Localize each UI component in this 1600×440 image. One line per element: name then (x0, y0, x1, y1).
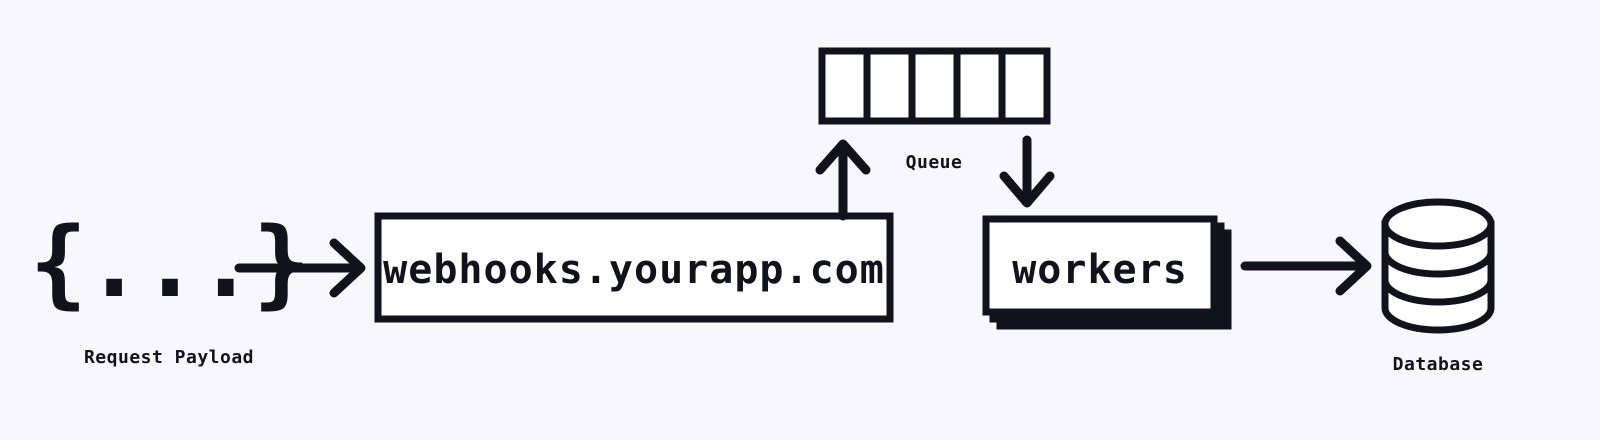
database-cylinder-top (1381, 198, 1495, 250)
database-node: Database (1381, 198, 1495, 375)
endpoint-box (374, 212, 894, 323)
json-braces-icon: {...} (30, 207, 309, 319)
endpoint-label: webhooks.yourapp.com (383, 247, 885, 293)
arrow-queue-to-workers (999, 135, 1055, 208)
arrow-head (999, 171, 1055, 208)
workers-box-front (982, 215, 1218, 316)
request-payload-node: {...} Request Payload (30, 207, 311, 368)
queue-cell (998, 47, 1051, 125)
arrow-head (1335, 236, 1372, 296)
queue-cell (818, 47, 871, 125)
queue-cell (863, 47, 916, 125)
workers-node: workers (982, 215, 1232, 330)
queue-caption: Queue (906, 152, 963, 173)
queue-node: Queue (818, 47, 1051, 173)
arrow-endpoint-to-queue (815, 139, 871, 221)
request-payload-caption: Request Payload (84, 347, 254, 368)
queue-cell (953, 47, 1006, 125)
queue-cell (908, 47, 961, 125)
arrow-head (815, 139, 871, 175)
endpoint-node: webhooks.yourapp.com (374, 212, 894, 323)
workers-label: workers (1012, 247, 1188, 293)
arrow-workers-to-database (1240, 236, 1372, 296)
database-caption: Database (1393, 354, 1484, 375)
arrow-head (329, 238, 366, 298)
database-band-divider (1381, 279, 1495, 306)
database-band-divider (1381, 251, 1495, 278)
arrow-payload-to-endpoint (234, 238, 366, 298)
